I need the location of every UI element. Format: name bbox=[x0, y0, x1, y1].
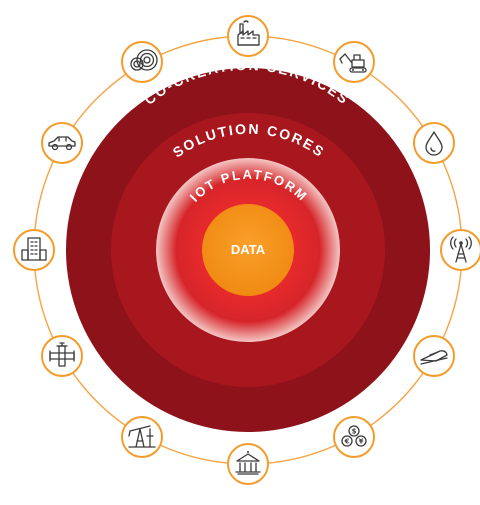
core-label: DATA bbox=[231, 242, 266, 257]
currency-icon: $ € ¥ bbox=[333, 416, 375, 458]
svg-text:¥: ¥ bbox=[359, 438, 364, 446]
government-building-icon bbox=[227, 443, 269, 485]
factory-icon bbox=[227, 15, 269, 57]
car-icon bbox=[41, 122, 83, 164]
pipeline-icon bbox=[41, 335, 83, 377]
svg-text:€: € bbox=[344, 438, 350, 446]
office-building-icon bbox=[13, 229, 55, 271]
svg-text:$: $ bbox=[352, 428, 357, 436]
excavator-icon bbox=[333, 41, 375, 83]
oil-drop-icon bbox=[413, 122, 455, 164]
train-icon bbox=[413, 335, 455, 377]
oil-pump-icon bbox=[121, 416, 163, 458]
antenna-tower-icon bbox=[440, 229, 480, 271]
data-core bbox=[202, 204, 294, 296]
wind-turbine-icon bbox=[121, 41, 163, 83]
